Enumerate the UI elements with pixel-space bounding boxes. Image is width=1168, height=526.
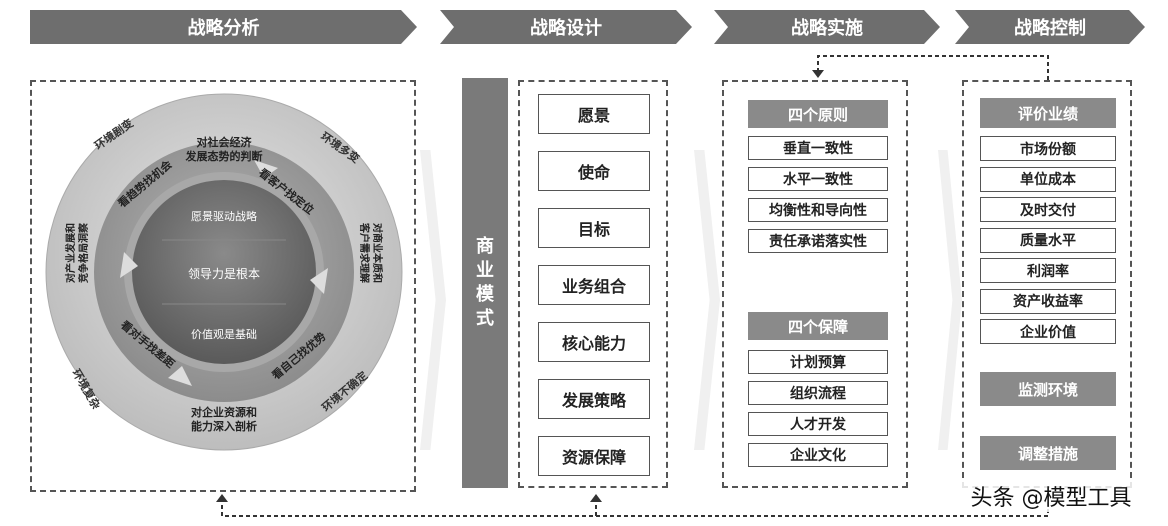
cycle-arrow-left <box>120 252 138 278</box>
design-item: 目标 <box>538 208 650 248</box>
adjust-measures: 调整措施 <box>980 436 1116 470</box>
business-model-char: 模 <box>476 284 494 305</box>
guarantee-item: 企业文化 <box>748 443 888 467</box>
guarantee-item: 组织流程 <box>748 381 888 405</box>
eval-item: 单位成本 <box>980 166 1116 192</box>
feedback-bottom-arrowhead-mid <box>590 494 602 502</box>
analysis-ring-diagram: 环境剧变 环境多变 环境复杂 环境不确定 看趋势找机会 看客户找定位 看对手找差… <box>45 93 403 451</box>
design-panel <box>518 80 668 488</box>
header-analysis-label: 战略分析 <box>187 18 260 39</box>
header-design-label: 战略设计 <box>530 18 602 39</box>
cycle-arrow-right <box>310 268 328 294</box>
cycle-arrow-top <box>254 160 278 178</box>
header-strategy-implementation: 战略实施 <box>714 10 940 44</box>
header-strategy-design: 战略设计 <box>440 10 692 44</box>
middle-label-bottom-text: 对企业资源和 能力深入剖析 <box>191 406 257 433</box>
principles-title: 四个原则 <box>748 100 888 128</box>
guarantees-title: 四个保障 <box>748 312 888 340</box>
business-model-char: 业 <box>476 260 494 281</box>
cycle-arrow-bottom <box>168 366 192 386</box>
header-strategy-analysis: 战略分析 <box>30 10 417 44</box>
header-implementation-label: 战略实施 <box>791 18 863 39</box>
principle-item: 水平一致性 <box>748 167 888 191</box>
eval-title: 评价业绩 <box>980 98 1116 128</box>
business-model-label: 商业模式 <box>476 235 494 331</box>
eval-item: 市场份额 <box>980 136 1116 161</box>
eval-item: 资产收益率 <box>980 288 1116 314</box>
eval-item: 及时交付 <box>980 197 1116 222</box>
watermark: 头条 @模型工具 <box>938 480 1164 512</box>
feedback-bottom-line <box>221 488 1049 517</box>
analysis-panel <box>30 80 416 492</box>
design-item: 发展策略 <box>538 379 650 419</box>
feedback-bottom-arrowhead-left <box>216 494 228 502</box>
principle-item: 垂直一致性 <box>748 136 888 160</box>
monitor-environment: 监测环境 <box>980 372 1116 406</box>
eval-item: 企业价值 <box>980 319 1116 344</box>
business-model-char: 商 <box>476 236 494 257</box>
principle-item: 均衡性和导向性 <box>748 198 888 222</box>
inner-label-top: 愿景驱动战略 <box>191 209 257 223</box>
guarantee-item: 人才开发 <box>748 412 888 436</box>
business-model-bar: 商业模式 <box>462 78 508 488</box>
implementation-panel <box>722 80 908 488</box>
guarantee-item: 计划预算 <box>748 350 888 374</box>
feedback-top-line <box>817 55 1049 80</box>
business-model-char: 式 <box>476 308 494 329</box>
header-strategy-control: 战略控制 <box>955 10 1145 44</box>
header-control-label: 战略控制 <box>1014 18 1086 39</box>
inner-label-bottom: 价值观是基础 <box>191 328 257 341</box>
inner-label-center: 领导力是根本 <box>188 267 260 281</box>
eval-item: 质量水平 <box>980 227 1116 253</box>
feedback-top-arrowhead <box>812 70 824 78</box>
middle-label-top-text: 对社会经济 发展态势的判断 <box>185 136 263 163</box>
design-item: 资源保障 <box>538 436 650 476</box>
principle-item: 责任承诺落实性 <box>748 229 888 253</box>
design-item: 业务组合 <box>538 265 650 305</box>
eval-item: 利润率 <box>980 258 1116 283</box>
inner-circle <box>132 180 316 364</box>
design-item: 核心能力 <box>538 322 650 362</box>
design-item: 使命 <box>538 151 650 191</box>
design-item: 愿景 <box>538 94 650 134</box>
